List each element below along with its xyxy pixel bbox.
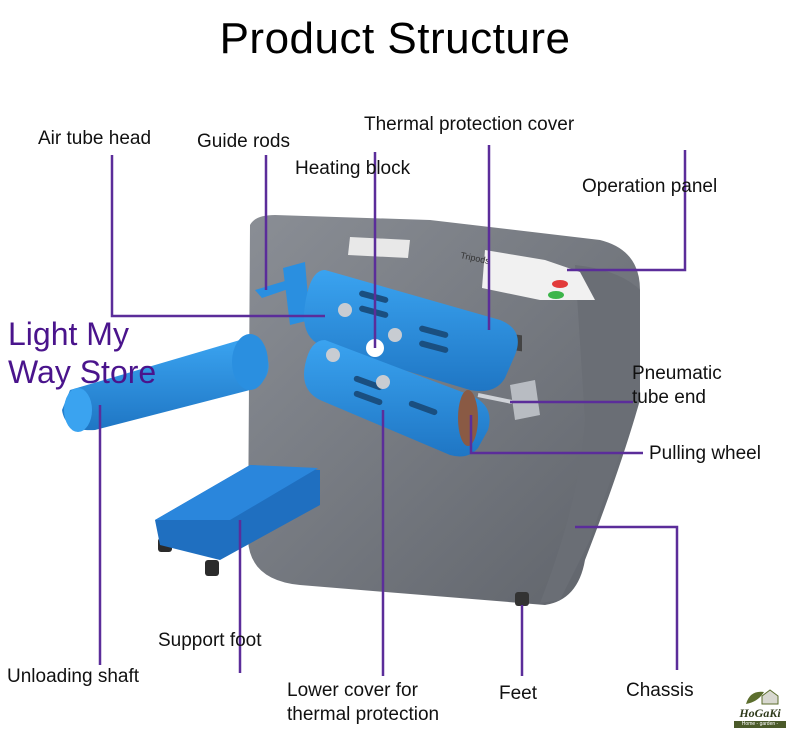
hogaki-logo: HoGaKi Home - garden - kitchen	[732, 686, 788, 736]
label-pulling-wheel: Pulling wheel	[649, 443, 761, 464]
support-foot-shape	[155, 465, 320, 560]
leader-air-tube-head	[110, 155, 325, 318]
leader-lines	[98, 145, 687, 676]
label-thermal-protection-cover: Thermal protection cover	[364, 114, 575, 135]
label-feet: Feet	[499, 683, 538, 704]
pneumatic-tube-end-shape	[477, 380, 540, 420]
logo-name: HoGaKi	[739, 706, 781, 720]
label-support-foot: Support foot	[158, 630, 262, 651]
label-operation-panel: Operation panel	[582, 176, 718, 197]
leaf-house-icon	[746, 689, 779, 705]
leader-pulling-wheel	[469, 415, 643, 455]
label-air-tube-head: Air tube head	[38, 128, 152, 149]
label-unloading-shaft: Unloading shaft	[7, 666, 140, 687]
page-title: Product Structure	[219, 14, 571, 63]
label-heating-block: Heating block	[295, 158, 411, 179]
label-pneumatic-tube-end: Pneumatic tube end	[632, 363, 722, 408]
guide-rods-shape	[255, 262, 310, 325]
label-guide-rods: Guide rods	[197, 131, 290, 152]
logo-tagline: Home - garden - kitchen	[734, 721, 786, 734]
label-chassis: Chassis	[626, 680, 694, 701]
leader-chassis	[575, 525, 679, 670]
label-lower-cover: Lower cover for thermal protection	[287, 680, 440, 725]
lower-cover-shape	[304, 340, 490, 457]
pulling-wheel-shape	[458, 390, 478, 446]
unloading-shaft-shape	[62, 334, 269, 432]
store-watermark: Light My Way Store	[8, 316, 157, 390]
thermal-protection-cover-shape	[304, 270, 518, 392]
leader-operation-panel	[567, 150, 687, 272]
